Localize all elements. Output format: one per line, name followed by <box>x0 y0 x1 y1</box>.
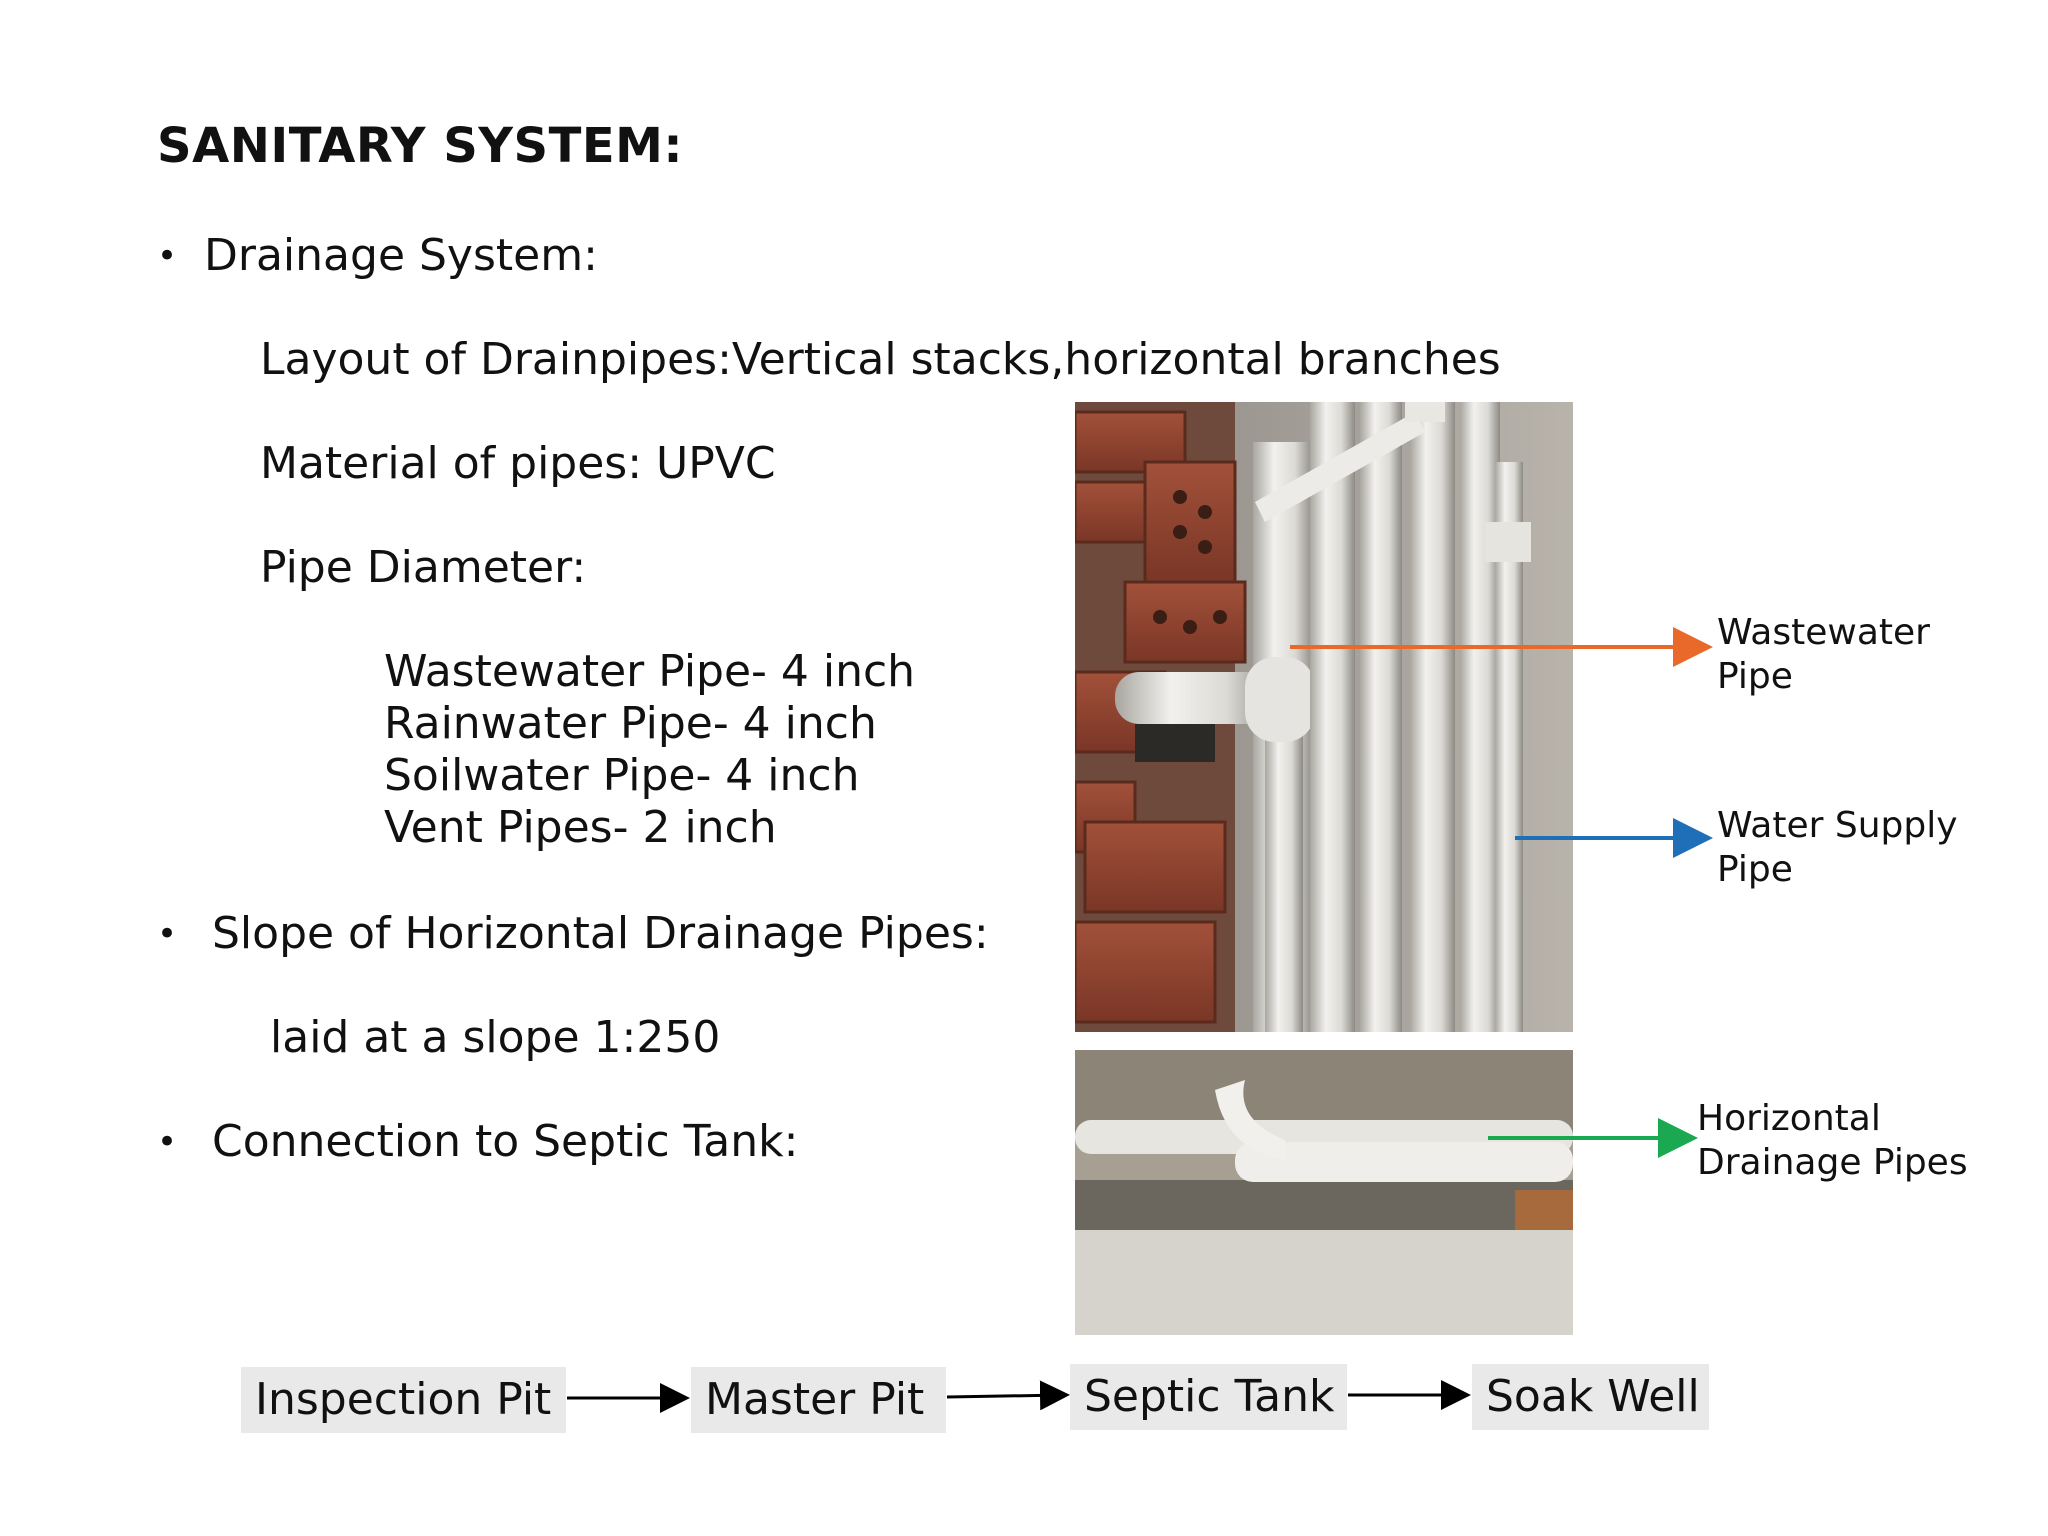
flow-step-master-pit: Master Pit <box>691 1367 946 1433</box>
vertical-pipes-photo <box>1075 402 1573 1032</box>
slope-heading: Slope of Horizontal Drainage Pipes: <box>212 908 989 959</box>
diameter-item: Soilwater Pipe- 4 inch <box>384 750 860 801</box>
water-supply-pipe-label: Water Supply Pipe <box>1717 805 1958 890</box>
diameter-item: Rainwater Pipe- 4 inch <box>384 698 877 749</box>
bullet-icon: • <box>157 914 178 954</box>
diameter-item: Wastewater Pipe- 4 inch <box>384 646 916 697</box>
slope-value: laid at a slope 1:250 <box>270 1012 721 1063</box>
page-title: SANITARY SYSTEM: <box>157 118 684 174</box>
pipe-diameter-heading: Pipe Diameter: <box>260 542 587 593</box>
pipe-material: Material of pipes: UPVC <box>260 438 776 489</box>
drainage-heading: Drainage System: <box>204 230 598 281</box>
flow-step-soak-well: Soak Well <box>1472 1364 1709 1430</box>
wastewater-pipe-label: Wastewater Pipe <box>1717 612 1930 697</box>
horizontal-drainage-label: Horizontal Drainage Pipes <box>1697 1098 1968 1183</box>
horizontal-pipes-photo <box>1075 1050 1573 1335</box>
bullet-icon: • <box>157 236 178 276</box>
flow-step-septic-tank: Septic Tank <box>1070 1364 1347 1430</box>
septic-heading: Connection to Septic Tank: <box>212 1116 799 1167</box>
flow-arrow <box>946 1380 1070 1411</box>
drainpipe-layout: Layout of Drainpipes:Vertical stacks,hor… <box>260 334 1501 385</box>
flow-step-inspection-pit: Inspection Pit <box>241 1367 566 1433</box>
bullet-icon: • <box>157 1122 178 1162</box>
diameter-item: Vent Pipes- 2 inch <box>384 802 777 853</box>
